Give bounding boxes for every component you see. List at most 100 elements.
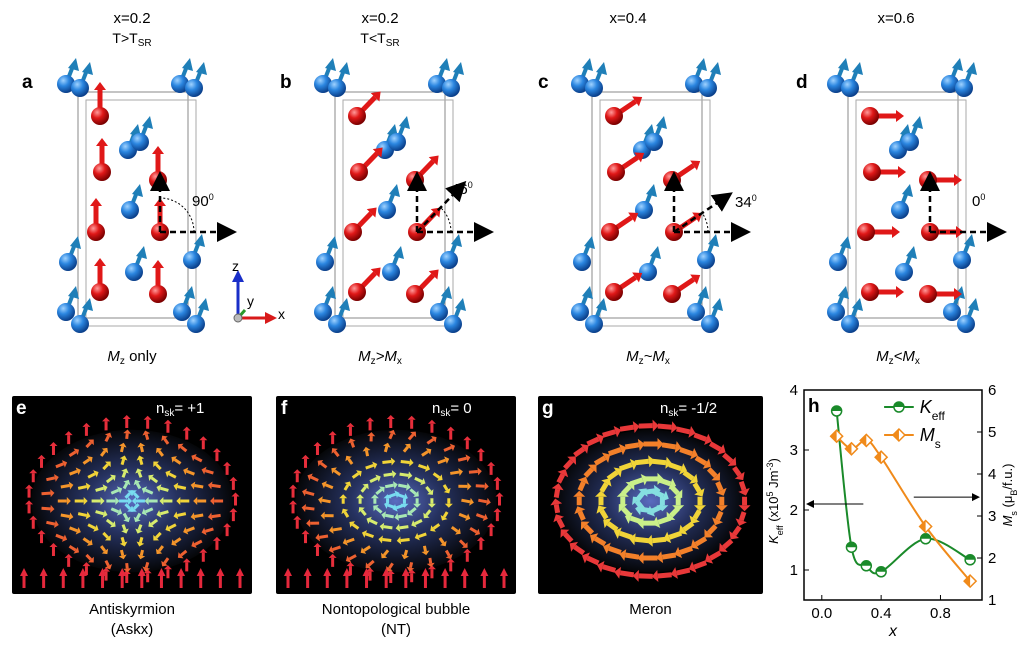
blue-atom	[428, 75, 446, 93]
blue-atom	[316, 253, 334, 271]
crystal-cell-b	[314, 58, 494, 333]
nontopological-bubble-image	[276, 396, 516, 594]
red-atom	[601, 223, 619, 241]
blue-atom	[442, 79, 460, 97]
blue-spin-head	[646, 184, 657, 197]
blue-atom	[701, 315, 719, 333]
spin-arrow	[64, 553, 73, 567]
keff-point	[875, 566, 887, 578]
spin-arrow	[133, 512, 142, 523]
spin-arrow	[142, 561, 151, 572]
spin-arrow	[569, 541, 586, 556]
blue-atom	[328, 79, 346, 97]
spin-arrow	[618, 504, 632, 518]
red-atom	[348, 283, 366, 301]
spin-arrow	[212, 536, 221, 550]
spin-arrow	[124, 503, 133, 512]
spin-arrow	[692, 482, 705, 497]
edge-spin-arrow	[118, 568, 127, 588]
spin-arrow	[133, 479, 142, 490]
blue-spin-head	[582, 286, 593, 299]
spin-arrow	[475, 513, 488, 522]
edge-spin-arrow	[303, 568, 312, 588]
spin-arrow	[317, 460, 328, 469]
spin-arrow	[458, 539, 468, 548]
spin-arrow	[87, 470, 99, 479]
spin-arrow	[719, 538, 734, 552]
red-spin-head	[898, 166, 906, 178]
spin-arrow	[409, 488, 419, 497]
keff-point	[845, 541, 858, 553]
spin-arrow	[190, 481, 204, 490]
spin-arrow	[60, 512, 74, 521]
antiskyrmion-image	[12, 396, 252, 594]
red-spin-head	[152, 260, 164, 268]
spin-arrow	[461, 497, 474, 506]
spin-arrow	[732, 466, 745, 481]
blue-spin-head	[455, 298, 466, 311]
spin-arrow	[329, 525, 342, 534]
blue-spin-head	[325, 58, 336, 71]
spin-arrow	[475, 482, 489, 491]
blue-atom	[183, 251, 201, 269]
spin-arrow	[223, 523, 232, 537]
spin-arrow	[87, 523, 99, 532]
blue-spin-head	[453, 62, 464, 75]
nsk-g: nsk= -1/2	[660, 400, 718, 419]
spin-arrow	[395, 523, 409, 532]
spin-arrow	[551, 483, 564, 498]
spin-arrow	[165, 523, 177, 532]
spin-arrow	[68, 448, 80, 457]
edge-spin-arrow	[480, 568, 489, 588]
spin-arrow	[102, 417, 111, 431]
blue-spin-head	[838, 58, 849, 71]
blue-atom	[173, 303, 191, 321]
spin-arrow	[55, 460, 68, 469]
spin-arrow	[91, 497, 105, 505]
spin-arrow	[313, 441, 322, 455]
spin-arrow	[373, 505, 383, 514]
blue-spin-head	[136, 246, 147, 259]
blue-spin-head	[902, 184, 913, 197]
cell-back	[342, 99, 454, 327]
caption-c: Mz~Mx	[626, 348, 670, 367]
spin-arrow	[328, 431, 337, 445]
spin-arrow	[616, 490, 629, 506]
series-line-1	[835, 435, 971, 582]
edge-spin-arrow	[177, 568, 186, 588]
keff-point	[830, 405, 843, 417]
spin-arrow	[590, 533, 607, 547]
spin-arrow	[135, 468, 143, 478]
spin-arrow	[379, 522, 393, 531]
spin-arrow	[573, 443, 589, 458]
spin-arrow	[369, 474, 381, 483]
spin-arrow	[444, 498, 453, 508]
spin-arrow	[651, 488, 669, 502]
temp-label-b: T<TSR	[360, 30, 400, 49]
spin-arrow	[738, 480, 750, 496]
spin-arrow	[229, 476, 238, 490]
spin-arrow	[142, 430, 151, 441]
spin-arrow	[69, 526, 81, 535]
spin-arrow	[41, 489, 55, 498]
spin-arrow	[223, 461, 232, 475]
spin-arrow	[82, 422, 91, 436]
spin-arrow	[425, 485, 434, 495]
red-atom	[344, 223, 362, 241]
red-spin-head	[628, 212, 639, 223]
spin-arrow	[722, 452, 737, 467]
spin-arrow	[136, 455, 145, 466]
red-spin-head	[96, 138, 108, 146]
angle-d: 00	[972, 192, 986, 210]
spin-arrow	[163, 565, 172, 579]
edge-spin-arrow	[59, 568, 68, 588]
spin-arrow	[735, 511, 747, 526]
spin-arrow	[443, 443, 456, 452]
spin-arrow	[165, 470, 177, 479]
spin-arrow	[201, 527, 214, 536]
spin-arrow	[629, 533, 650, 546]
spin-arrow	[156, 510, 169, 518]
spin-arrow	[690, 536, 708, 550]
spin-arrow	[388, 429, 396, 440]
